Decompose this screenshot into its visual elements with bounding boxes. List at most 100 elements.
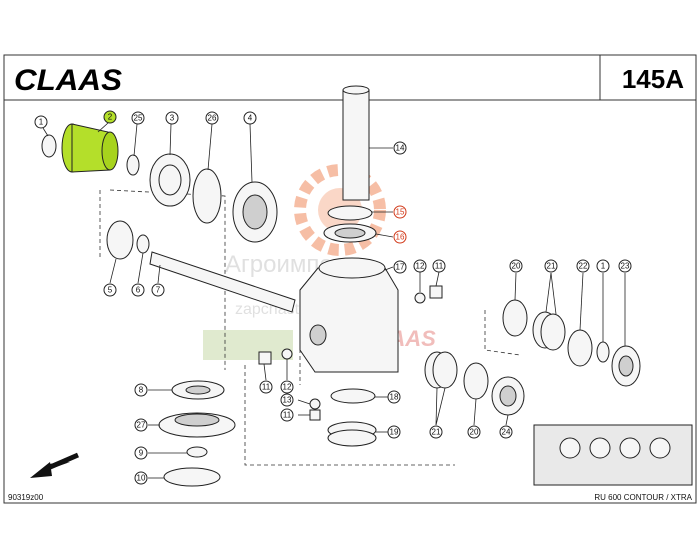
callout-6[interactable]: 6	[131, 283, 145, 297]
callout-3[interactable]: 3	[165, 111, 179, 125]
part-1-circlip[interactable]	[41, 134, 57, 158]
svg-text:25: 25	[134, 114, 143, 123]
part-27-crown-gear[interactable]	[158, 412, 236, 438]
part-16-bearing[interactable]	[323, 223, 377, 243]
callout-20-lower[interactable]: 20	[467, 425, 481, 439]
part-17-gearbox-housing[interactable]	[299, 257, 399, 373]
svg-text:22: 22	[579, 262, 588, 271]
part-6-shim[interactable]	[136, 234, 150, 254]
callout-4[interactable]: 4	[243, 111, 257, 125]
svg-text:12: 12	[283, 383, 292, 392]
callout-17[interactable]: 17	[393, 260, 407, 274]
callout-9[interactable]: 9	[134, 446, 148, 460]
part-21-seal-set-lower[interactable]	[424, 351, 458, 389]
model-label: RU 600 CONTOUR / XTRA	[594, 493, 692, 502]
callout-8[interactable]: 8	[134, 383, 148, 397]
part-14-vertical-shaft[interactable]	[342, 89, 370, 201]
svg-text:17: 17	[396, 263, 405, 272]
svg-text:5: 5	[108, 286, 113, 295]
part-1-circlip-right[interactable]	[596, 341, 610, 363]
callout-26[interactable]: 26	[205, 111, 219, 125]
rotor-thumbnail	[533, 424, 693, 486]
callout-22[interactable]: 22	[576, 259, 590, 273]
part-11-bolt-bottom[interactable]	[309, 409, 321, 421]
part-12-washer-left[interactable]	[281, 348, 293, 360]
svg-text:2: 2	[108, 113, 113, 122]
part-20-ring-upper[interactable]	[502, 299, 528, 337]
part-12-washer-top[interactable]	[414, 292, 426, 304]
svg-text:21: 21	[547, 262, 556, 271]
svg-text:23: 23	[621, 262, 630, 271]
part-5-seal[interactable]	[106, 220, 134, 260]
brand-logo: CLAAS	[14, 64, 122, 97]
callout-21-upper[interactable]: 21	[544, 259, 558, 273]
part-11-bolt-top[interactable]	[429, 285, 443, 299]
part-8-bearing[interactable]	[171, 380, 225, 400]
svg-text:27: 27	[137, 421, 146, 430]
part-11-bolt-left[interactable]	[258, 351, 272, 365]
part-20-ring-lower[interactable]	[463, 362, 489, 400]
callout-27[interactable]: 27	[134, 418, 148, 432]
callout-10[interactable]: 10	[134, 471, 148, 485]
svg-text:10: 10	[137, 474, 146, 483]
svg-text:18: 18	[390, 393, 399, 402]
callout-11-bottom[interactable]: 11	[280, 408, 294, 422]
part-15-ring[interactable]	[327, 205, 373, 221]
svg-text:26: 26	[208, 114, 217, 123]
part-3-bearing[interactable]	[149, 153, 191, 207]
shaft-top	[342, 85, 370, 95]
callout-1[interactable]: 1	[34, 115, 48, 129]
svg-text:6: 6	[136, 286, 141, 295]
callout-12-left[interactable]: 12	[280, 380, 294, 394]
callout-20-upper[interactable]: 20	[509, 259, 523, 273]
part-21-seal-set-upper[interactable]	[532, 311, 566, 351]
callout-24[interactable]: 24	[499, 425, 513, 439]
svg-text:1: 1	[601, 262, 606, 271]
leader-lines	[42, 122, 626, 479]
svg-text:11: 11	[435, 262, 444, 271]
part-22-ring[interactable]	[567, 329, 593, 367]
svg-text:4: 4	[248, 114, 253, 123]
callout-2[interactable]: 2	[103, 110, 117, 124]
part-26-ring[interactable]	[192, 168, 222, 224]
callout-14[interactable]: 14	[393, 141, 407, 155]
diagram-frame	[3, 54, 697, 504]
callout-5[interactable]: 5	[103, 283, 117, 297]
part-23-bearing-cap[interactable]	[611, 345, 641, 387]
svg-text:24: 24	[502, 428, 511, 437]
svg-text:20: 20	[512, 262, 521, 271]
svg-text:20: 20	[470, 428, 479, 437]
callout-13[interactable]: 13	[280, 393, 294, 407]
callout-19[interactable]: 19	[387, 425, 401, 439]
drawing-id: 90319z00	[8, 493, 44, 502]
callout-15[interactable]: 15	[393, 205, 407, 219]
callout-1-right[interactable]: 1	[596, 259, 610, 273]
part-10-seal-ring[interactable]	[163, 467, 221, 487]
part-24-bearing[interactable]	[491, 376, 525, 416]
part-25-shim[interactable]	[126, 154, 140, 176]
callout-16[interactable]: 16	[393, 230, 407, 244]
svg-text:11: 11	[283, 411, 292, 420]
svg-text:1: 1	[39, 118, 44, 127]
part-18-ring[interactable]	[330, 388, 376, 404]
callout-11-top[interactable]: 11	[432, 259, 446, 273]
callout-12-top[interactable]: 12	[413, 259, 427, 273]
part-7-shaft[interactable]	[149, 251, 296, 313]
part-19-bearing[interactable]	[327, 421, 377, 447]
svg-text:7: 7	[156, 286, 161, 295]
watermark-green-block	[203, 330, 293, 360]
callout-23[interactable]: 23	[618, 259, 632, 273]
svg-text:21: 21	[432, 428, 441, 437]
svg-text:13: 13	[283, 396, 292, 405]
callout-18[interactable]: 18	[387, 390, 401, 404]
part-9-nut[interactable]	[186, 446, 208, 458]
callout-21-lower[interactable]: 21	[429, 425, 443, 439]
part-2-bevel-gear[interactable]	[61, 123, 119, 173]
svg-text:9: 9	[139, 449, 144, 458]
part-13-washer[interactable]	[309, 398, 321, 410]
callout-25[interactable]: 25	[131, 111, 145, 125]
callout-11-left[interactable]: 11	[259, 380, 273, 394]
part-4-bearing[interactable]	[232, 181, 278, 243]
callout-7[interactable]: 7	[151, 283, 165, 297]
